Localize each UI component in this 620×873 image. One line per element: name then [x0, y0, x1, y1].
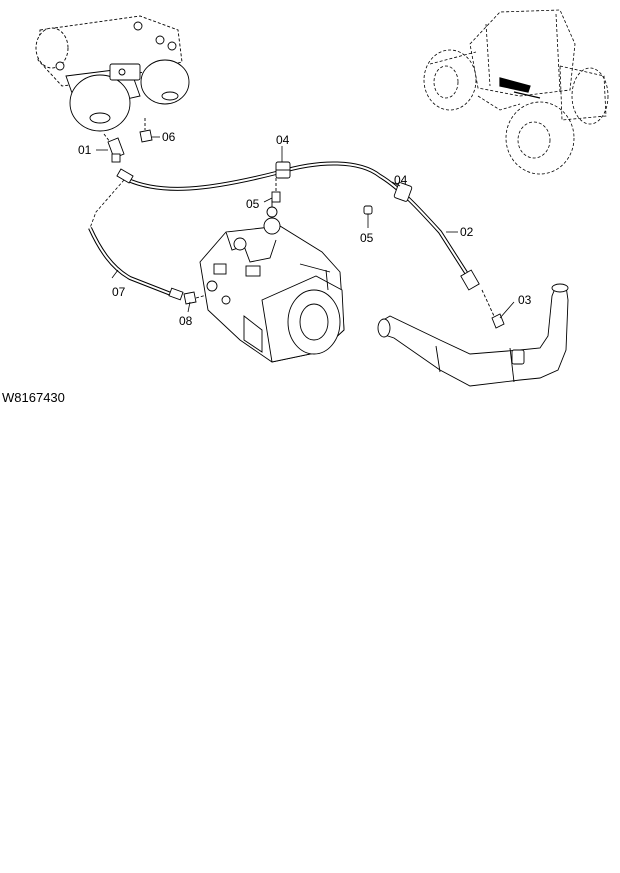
fitting-03 — [481, 289, 505, 329]
callout-05-right: 05 — [360, 231, 374, 245]
callout-leaders — [111, 136, 515, 319]
callout-07: 07 — [112, 285, 126, 299]
callout-04-right: 04 — [394, 173, 408, 187]
hose-02 — [116, 161, 480, 291]
callout-02: 02 — [460, 225, 474, 239]
callout-05-left: 05 — [246, 197, 260, 211]
hydraulic-pump — [199, 200, 345, 363]
hose-07 — [88, 179, 184, 301]
callout-06: 06 — [162, 130, 176, 144]
machine-highlight-location — [499, 77, 541, 99]
figure-id: W8167430 — [2, 390, 65, 405]
machine-location-view — [423, 9, 609, 175]
tube-assembly — [377, 283, 569, 387]
clamp-04-right — [393, 182, 413, 202]
fitting-06 — [139, 118, 153, 143]
callout-01: 01 — [78, 143, 92, 157]
bolt-05-right — [363, 205, 373, 215]
callout-03: 03 — [518, 293, 532, 307]
bolt-05-left — [271, 178, 281, 203]
clamp-04-left — [275, 161, 291, 179]
accumulator-assembly — [35, 15, 190, 132]
callout-08: 08 — [179, 314, 193, 328]
callout-04-left: 04 — [276, 133, 290, 147]
fitting-01 — [103, 133, 125, 163]
